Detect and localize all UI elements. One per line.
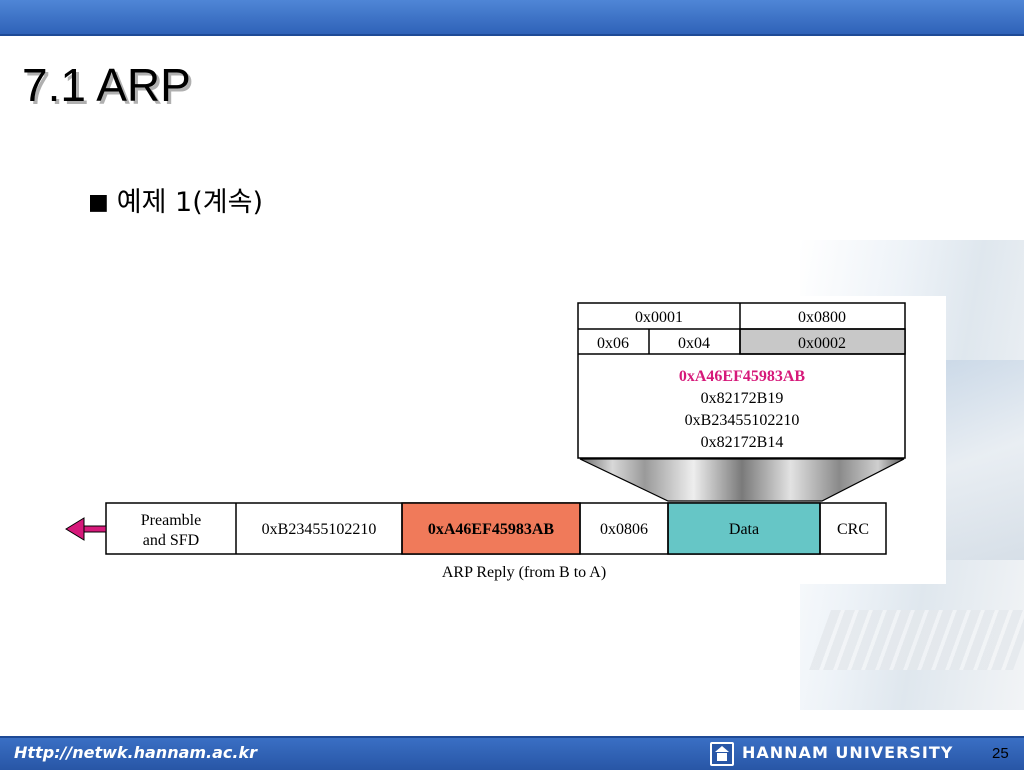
hardware-length-value: 0x06 xyxy=(597,335,629,352)
background-keyboard xyxy=(809,610,1024,670)
frame-type-value: 0x0806 xyxy=(600,521,648,538)
sender-protocol-address: 0x82172B19 xyxy=(701,390,784,407)
bullet-square-icon: ■ xyxy=(88,190,109,215)
bullet-item: ■ 예제 1(계속) xyxy=(88,180,263,219)
source-address-value: 0xA46EF45983AB xyxy=(428,521,555,538)
arp-frame-diagram: 0x0001 0x0800 0x06 0x04 0x0002 0xA46EF45… xyxy=(64,296,946,584)
top-bar xyxy=(0,0,1024,36)
data-label: Data xyxy=(729,521,759,538)
diagram-caption: ARP Reply (from B to A) xyxy=(442,564,606,581)
preamble-label: Preamble xyxy=(141,512,201,529)
bullet-text: 예제 1(계속) xyxy=(116,187,263,218)
expansion-funnel xyxy=(579,458,905,502)
data-cell xyxy=(667,502,821,555)
footer-url-link[interactable]: Http://netwk.hannam.ac.kr xyxy=(14,743,258,762)
footer-bar: Http://netwk.hannam.ac.kr HANNAM UNIVERS… xyxy=(0,736,1024,770)
slide-title: 7.1 ARP xyxy=(22,59,191,111)
university-emblem xyxy=(712,744,732,764)
university-name: HANNAM UNIVERSITY xyxy=(742,743,954,762)
university-logo-icon xyxy=(710,742,734,766)
operation-value: 0x0002 xyxy=(798,335,846,352)
crc-label: CRC xyxy=(837,521,869,538)
hardware-type-value: 0x0001 xyxy=(635,309,683,326)
direction-arrow-icon xyxy=(65,517,107,541)
protocol-length-value: 0x04 xyxy=(678,335,710,352)
sender-hardware-address: 0xA46EF45983AB xyxy=(679,368,806,385)
header-outline xyxy=(577,302,906,459)
destination-address-value: 0xB23455102210 xyxy=(262,521,377,538)
page-number: 25 xyxy=(992,745,1009,762)
arp-packet-header xyxy=(577,302,906,459)
target-hardware-address: 0xB23455102210 xyxy=(685,412,800,429)
protocol-type-value: 0x0800 xyxy=(798,309,846,326)
ethernet-frame xyxy=(105,502,887,555)
sfd-label: and SFD xyxy=(143,532,199,549)
target-protocol-address: 0x82172B14 xyxy=(701,434,784,451)
